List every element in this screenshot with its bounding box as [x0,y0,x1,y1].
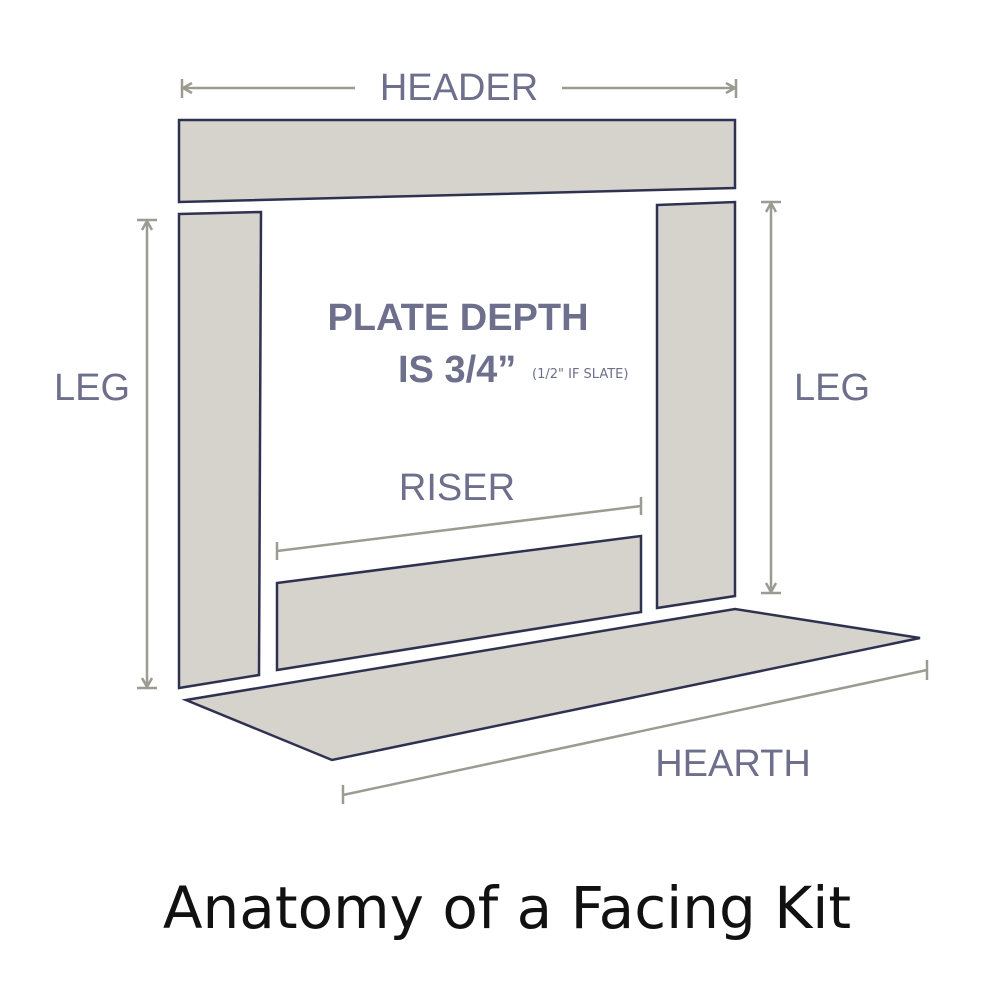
diagram-title: Anatomy of a Facing Kit [163,874,851,942]
hearth-label: HEARTH [655,743,811,785]
riser-dimension [275,497,643,560]
plate-depth-note: (1/2" IF SLATE) [532,367,628,382]
hearth-piece [181,607,921,762]
riser-piece [275,534,643,672]
left-leg-label: LEG [54,367,130,409]
left-leg-piece [177,210,263,690]
riser-label: RISER [399,467,515,509]
right-leg-piece [655,200,737,610]
plate-depth-value: IS 3/4” [398,349,516,391]
header-piece [177,118,737,204]
header-dimension [180,79,738,98]
left-leg-dimension [137,218,157,690]
plate-depth-label: PLATE DEPTH [327,297,588,339]
right-leg-dimension [761,200,781,595]
header-label: HEADER [380,67,538,109]
right-leg-label: LEG [794,367,870,409]
hearth-dimension [341,660,929,804]
